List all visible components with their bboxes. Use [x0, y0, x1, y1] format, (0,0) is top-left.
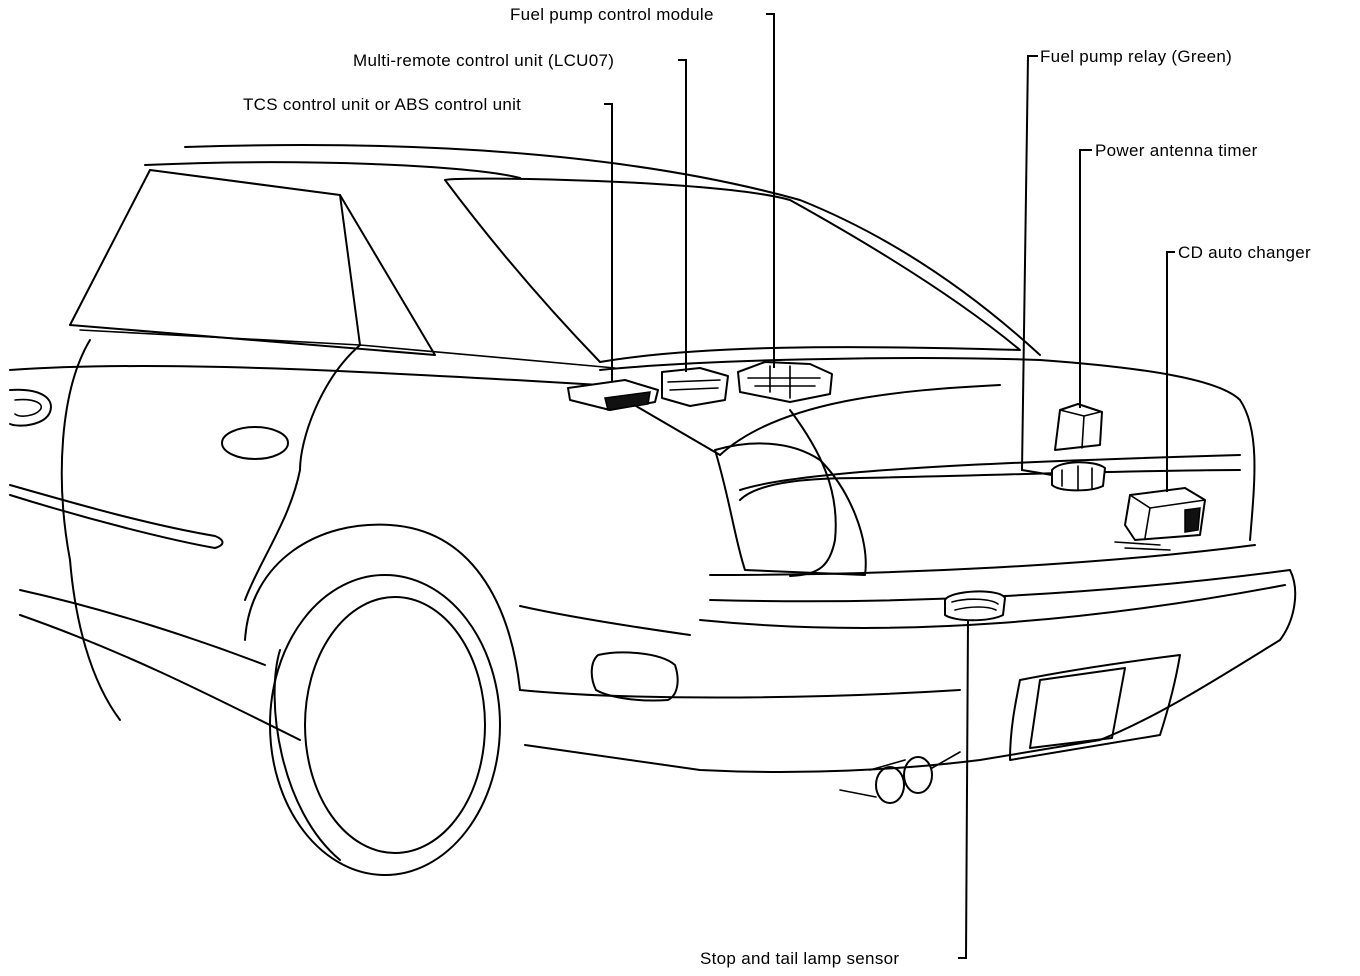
- rear-window-outline: [444, 177, 1021, 363]
- bumper-lower-edge: [519, 689, 961, 699]
- leader-multi-remote-control-unit: [678, 59, 687, 372]
- lower-side: [19, 589, 266, 666]
- leader-power-antenna-timer: [1079, 149, 1092, 408]
- fuel-pump-control-module: [737, 361, 833, 403]
- label-fuel-pump-control-module: Fuel pump control module: [510, 5, 714, 24]
- leader-stop-tail-lamp-sensor: [958, 619, 969, 959]
- label-power-antenna-timer: Power antenna timer: [1095, 141, 1258, 160]
- labels: Fuel pump control module Multi-remote co…: [243, 5, 1311, 968]
- side-window: [69, 169, 436, 356]
- roof-rear-edge: [144, 161, 521, 179]
- roof-line: [184, 144, 1041, 356]
- car-body: [9, 144, 1297, 876]
- components: [567, 361, 1206, 622]
- power-antenna-timer: [1054, 403, 1103, 451]
- trunk-panel: [789, 409, 837, 577]
- front-emblem: [9, 388, 52, 427]
- leader-fuel-pump-control-module: [766, 13, 775, 368]
- rear-fascia-upper: [739, 469, 1241, 501]
- stop-tail-lamp-sensor: [944, 590, 1006, 622]
- license-plate: [1029, 667, 1126, 749]
- license-plate-recess: [1009, 654, 1181, 761]
- door-line: [60, 339, 121, 721]
- window-sill: [79, 329, 616, 369]
- trunk-lid-edge: [719, 384, 1001, 456]
- left-tail-lamp: [714, 442, 867, 576]
- multi-remote-control-unit: [661, 367, 729, 407]
- label-multi-remote-control-unit: Multi-remote control unit (LCU07): [353, 51, 614, 70]
- tire-tread: [273, 649, 341, 861]
- label-cd-auto-changer: CD auto changer: [1178, 243, 1311, 262]
- rear-rim: [304, 596, 486, 854]
- label-fuel-pump-relay: Fuel pump relay (Green): [1040, 47, 1232, 66]
- c-pillar: [339, 194, 361, 346]
- label-stop-tail-lamp-sensor: Stop and tail lamp sensor: [700, 949, 899, 968]
- exhaust-tip-left: [875, 766, 905, 804]
- leader-fuel-pump-relay: [1020, 55, 1053, 476]
- rear-wheel-arch: [244, 523, 521, 691]
- rear-tire: [269, 574, 501, 876]
- exhaust-tip-right: [903, 756, 933, 794]
- body-side-top: [9, 364, 721, 456]
- leader-lines: [604, 13, 1175, 959]
- fuel-filler-door: [221, 426, 289, 460]
- label-tcs-abs-control-unit: TCS control unit or ABS control unit: [243, 95, 521, 114]
- leader-tcs-abs-control-unit: [604, 103, 613, 382]
- rocker-line: [19, 614, 301, 741]
- side-molding: [9, 484, 224, 549]
- rear-door-edge: [244, 344, 361, 601]
- leader-cd-auto-changer: [1166, 251, 1175, 492]
- bumper-side-strip: [519, 605, 691, 636]
- bumper-top-line: [699, 584, 1286, 629]
- trunk-lid-top: [599, 357, 1256, 541]
- side-marker-lamp: [590, 651, 679, 702]
- rear-fascia-lower: [709, 544, 1256, 576]
- rear-bumper: [524, 569, 1297, 773]
- trunk-seam: [739, 454, 1241, 491]
